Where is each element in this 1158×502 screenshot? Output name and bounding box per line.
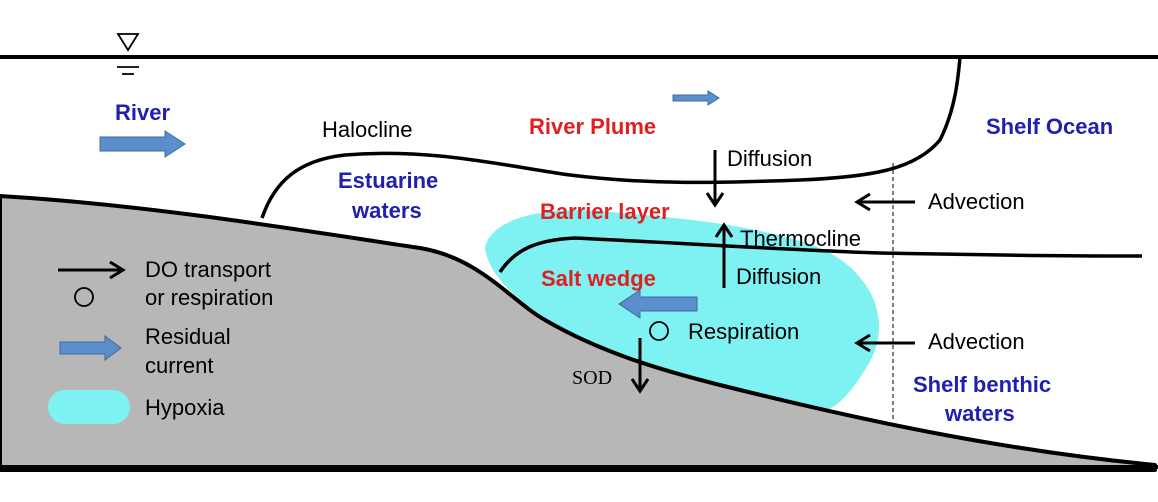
legend-current-arrow [59, 335, 122, 361]
advection-bottom-arrow [854, 333, 915, 353]
label-sod: SOD [572, 367, 612, 389]
legend-residual-2: current [145, 353, 213, 378]
respiration-circle-icon [649, 321, 669, 341]
advection-top-arrow [854, 192, 915, 212]
label-salt-wedge: Salt wedge [541, 266, 656, 291]
label-shelf-ocean: Shelf Ocean [986, 114, 1113, 139]
label-barrier-layer: Barrier layer [540, 199, 670, 224]
water-level-icon [116, 33, 140, 75]
legend-do-transport-1: DO transport [145, 257, 271, 282]
label-shelf-benthic-2: waters [944, 401, 1015, 426]
halocline-line [260, 56, 962, 219]
label-river: River [115, 100, 170, 125]
label-diffusion-top: Diffusion [727, 146, 812, 171]
seabed [0, 194, 1157, 472]
legend-residual-1: Residual [145, 324, 231, 349]
label-diffusion-bottom: Diffusion [736, 264, 821, 289]
diffusion-up-arrow [714, 222, 734, 288]
river-current-arrow [99, 130, 186, 158]
legend-hypoxia: Hypoxia [145, 395, 225, 420]
label-estuarine-2: waters [351, 198, 422, 223]
label-advection-top: Advection [928, 189, 1025, 214]
thermocline-line [498, 236, 1143, 273]
legend-respiration-circle-icon [74, 287, 94, 307]
legend-do-transport-2: or respiration [145, 285, 273, 310]
label-river-plume: River Plume [529, 114, 656, 139]
label-respiration: Respiration [688, 319, 799, 344]
label-halocline: Halocline [322, 117, 413, 142]
diffusion-down-arrow [705, 150, 725, 208]
label-estuarine-1: Estuarine [338, 168, 438, 193]
legend-hypoxia-swatch [48, 390, 130, 424]
plume-current-arrow [672, 90, 720, 106]
legend-transport-arrow [58, 260, 126, 280]
label-advection-bottom: Advection [928, 329, 1025, 354]
salt-wedge-current-arrow [618, 289, 698, 319]
label-shelf-benthic-1: Shelf benthic [913, 372, 1051, 397]
sod-arrow [630, 338, 650, 394]
label-thermocline: Thermocline [740, 226, 861, 251]
